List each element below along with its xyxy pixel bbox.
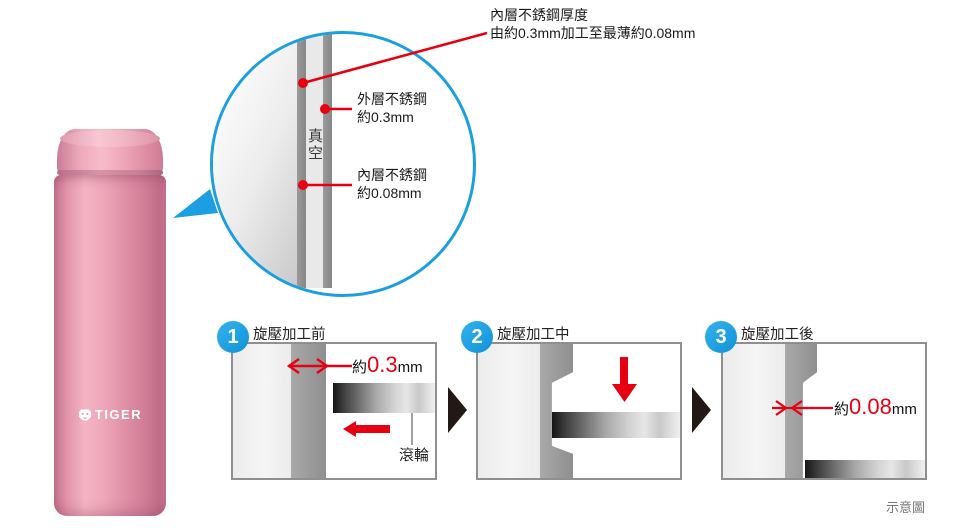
schematic-footnote: 示意圖 (886, 500, 926, 515)
outer-layer-callout: 外層不銹鋼 約0.3mm (357, 90, 427, 126)
measure-unit: mm (397, 359, 423, 376)
measure-unit: mm (891, 401, 917, 418)
brand-logo: TIGER (54, 407, 166, 422)
step-1-panel (231, 342, 437, 480)
outer-steel-layer (323, 34, 332, 288)
measure-value: 0.3 (367, 352, 398, 377)
step-1-roller (333, 383, 435, 413)
step-3-wall-thinned (785, 344, 817, 478)
step-1-interior (233, 344, 291, 478)
step-3-interior (723, 344, 785, 478)
step-1-measure-label: 約0.3mm (352, 352, 423, 378)
step-3-badge: 3 (705, 321, 737, 353)
vacuum-gap (306, 34, 323, 288)
step-2-roller (552, 412, 680, 438)
measure-prefix: 約 (352, 359, 368, 376)
step-transition-arrow-2 (692, 387, 711, 433)
step-1-badge: 1 (217, 321, 249, 353)
bottle-lid-top (60, 130, 160, 147)
step-2-panel (476, 342, 682, 480)
thickness-note-line2: 由約0.3mm加工至最薄約0.08mm (490, 25, 696, 41)
inner-layer-callout: 內層不銹鋼 約0.08mm (357, 166, 427, 202)
bottle-lid (57, 129, 163, 173)
step-3-panel (721, 342, 927, 480)
wall-cross-section-magnifier: 真空 (210, 31, 476, 297)
inner-steel-layer (297, 34, 306, 288)
thickness-note-line1: 內層不銹鋼厚度 (490, 7, 588, 23)
outer-layer-value: 約0.3mm (357, 109, 414, 125)
step-3-title: 旋壓加工後 (741, 327, 814, 343)
bottle-body (54, 175, 166, 516)
step-2-interior (478, 344, 540, 478)
step-1-title: 旋壓加工前 (253, 327, 326, 343)
measure-value: 0.08 (849, 394, 892, 419)
vacuum-label: 真空 (306, 128, 323, 162)
bottle-lid-seam (57, 170, 163, 175)
inner-layer-label: 內層不銹鋼 (357, 167, 427, 183)
tiger-face-icon (78, 409, 91, 420)
step-2-wall-notched (540, 344, 573, 478)
step-3-roller (805, 460, 925, 478)
roller-label: 滾輪 (399, 447, 430, 464)
step-2-badge: 2 (461, 321, 493, 353)
inner-surface-mirror (213, 34, 297, 288)
inner-layer-value: 約0.08mm (357, 185, 422, 201)
brand-logo-text: TIGER (94, 407, 143, 422)
measure-prefix: 約 (834, 401, 850, 418)
step-3-measure-label: 約0.08mm (834, 394, 917, 420)
step-transition-arrow-1 (448, 387, 467, 433)
thickness-note: 內層不銹鋼厚度 由約0.3mm加工至最薄約0.08mm (490, 6, 695, 42)
magnifier-tail-pointer (173, 189, 218, 218)
outer-layer-label: 外層不銹鋼 (357, 91, 427, 107)
step-2-title: 旋壓加工中 (497, 327, 570, 343)
step-1-wall (291, 344, 326, 478)
